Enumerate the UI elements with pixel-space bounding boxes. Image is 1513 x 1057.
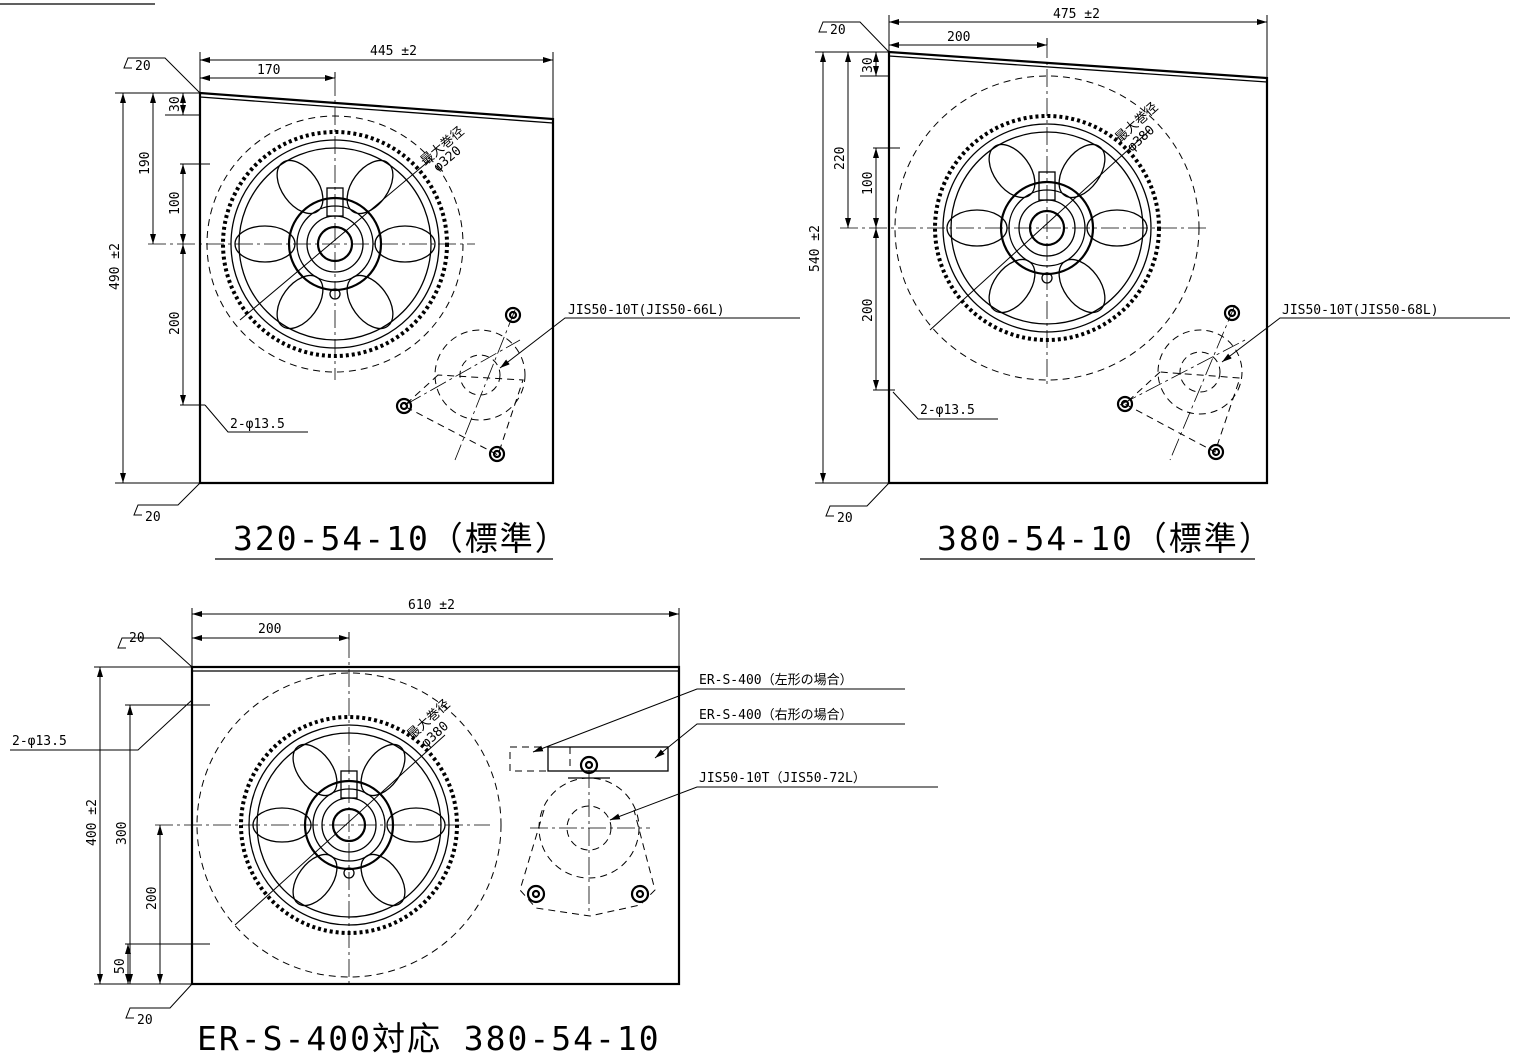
hole-dim-text: 200 [168,312,183,335]
motor-left-leader [532,688,905,753]
drawing-er-s-400: 最大巻径 φ380 ER-S-400（左形の場合） ER-S-400（右形の場合… [10,598,938,1057]
plate-edge [199,96,554,124]
svg-text:20: 20 [137,1013,153,1028]
plate-outline [190,665,681,986]
motor-left-label: ER-S-400（左形の場合） [699,673,853,688]
roughness-top [123,57,201,94]
svg-text:20: 20 [135,59,151,74]
chain-label: JIS50-10T(JIS50-68L) [1282,303,1439,318]
hole-label: 2-φ13.5 [920,403,975,418]
chain-leader [499,317,800,369]
chain-leader [1221,317,1510,363]
chain-leader [609,786,938,821]
dia-leader [929,129,1151,331]
hole-leader [10,699,193,751]
chain-label: JIS50-10T（JIS50-72L） [699,771,866,786]
motor-block [509,746,669,917]
max-wind-circle [196,672,502,978]
svg-text:20: 20 [129,631,145,646]
dim-300-text: 300 [115,822,130,845]
top-center-dim-text: 220 [833,147,848,170]
drawing-title: ER-S-400対応 380-54-10 [197,1019,661,1057]
drawing-title: 320-54-10（標準） [233,519,570,558]
hole-label: 2-φ13.5 [12,734,67,749]
offset-dim-text: 170 [257,63,280,78]
roughness-top [117,637,193,668]
dia-leader [234,734,446,926]
svg-text:20: 20 [837,511,853,526]
drawing-320-54-10: 最大巻径 φ320 JIS50-10T(JIS50-66L) 2-φ13.5 4… [108,44,800,560]
width-dim-text: 445 ±2 [370,44,417,59]
height-dim-text: 490 ±2 [108,243,123,290]
hole-label: 2-φ13.5 [230,417,285,432]
svg-text:20: 20 [830,23,846,38]
offset-dim-text: 200 [947,30,970,45]
motor-right-label: ER-S-400（右形の場合） [699,708,853,723]
svg-text:20: 20 [145,510,161,525]
drawing-title: 380-54-10（標準） [937,519,1274,558]
roughness-bottom [825,482,890,517]
roughness-bottom [125,983,193,1019]
slope-dim-text: 30 [861,57,876,73]
dim-200-text: 200 [145,887,160,910]
height-dim-text: 400 ±2 [85,799,100,846]
chain-case [395,306,526,463]
small-dim-text: 100 [168,192,183,215]
plate-outline [198,91,555,485]
roughness-top [818,21,890,53]
offset-dim-text: 200 [258,622,281,637]
roughness-bottom [133,482,201,516]
chain-label: JIS50-10T(JIS50-66L) [568,303,725,318]
plate-outline [887,50,1269,485]
motor-right-leader [654,723,905,759]
slope-dim-text: 30 [168,96,183,112]
width-dim-text: 610 ±2 [408,598,455,613]
width-dim-text: 475 ±2 [1053,7,1100,22]
hole-leader [892,391,998,420]
top-center-dim-text: 190 [138,152,153,175]
chain-case [1116,304,1246,461]
hole-dim-text: 200 [861,299,876,322]
dim-50-text: 50 [113,958,128,974]
sprocket [221,130,449,358]
sprocket [239,715,459,935]
dia-leader [239,159,431,321]
hole-leader [204,404,308,433]
drawing-380-54-10: 最大巻径 φ380 JIS50-10T(JIS50-68L) 2-φ13.5 4… [808,7,1510,560]
plate-edge [888,55,1268,83]
max-wind-circle [894,75,1200,381]
height-dim-text: 540 ±2 [808,225,823,272]
max-wind-circle [206,115,464,373]
small-dim-text: 100 [861,172,876,195]
sprocket [933,114,1161,342]
